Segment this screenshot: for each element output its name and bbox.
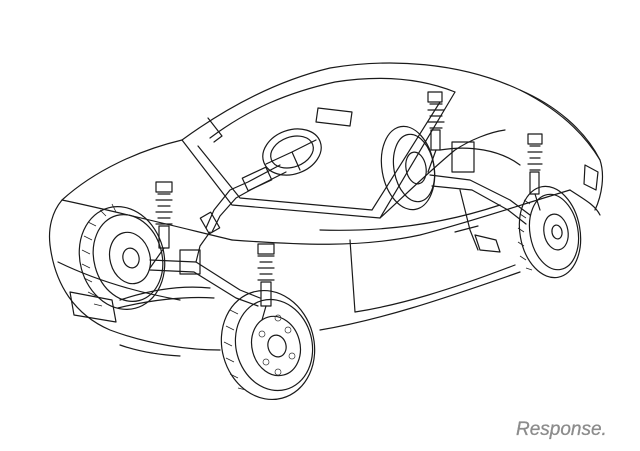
car-body <box>48 62 604 357</box>
front-left-wheel <box>78 203 166 310</box>
front-right-strut <box>257 243 275 321</box>
rear-subframe <box>429 141 531 253</box>
watermark-text: Response. <box>516 419 607 440</box>
rear-right-wheel <box>517 185 582 279</box>
rear-left-wheel <box>380 125 436 211</box>
steering-assembly <box>195 128 322 263</box>
tail-lamp <box>583 164 599 191</box>
front-subframe <box>117 249 261 309</box>
watermark-logo: Response. <box>514 415 626 441</box>
front-left-strut <box>149 181 173 269</box>
response-logo: Response. <box>516 419 607 440</box>
rear-left-strut <box>427 91 445 173</box>
front-right-wheel <box>220 289 316 401</box>
rear-right-strut <box>527 133 543 211</box>
